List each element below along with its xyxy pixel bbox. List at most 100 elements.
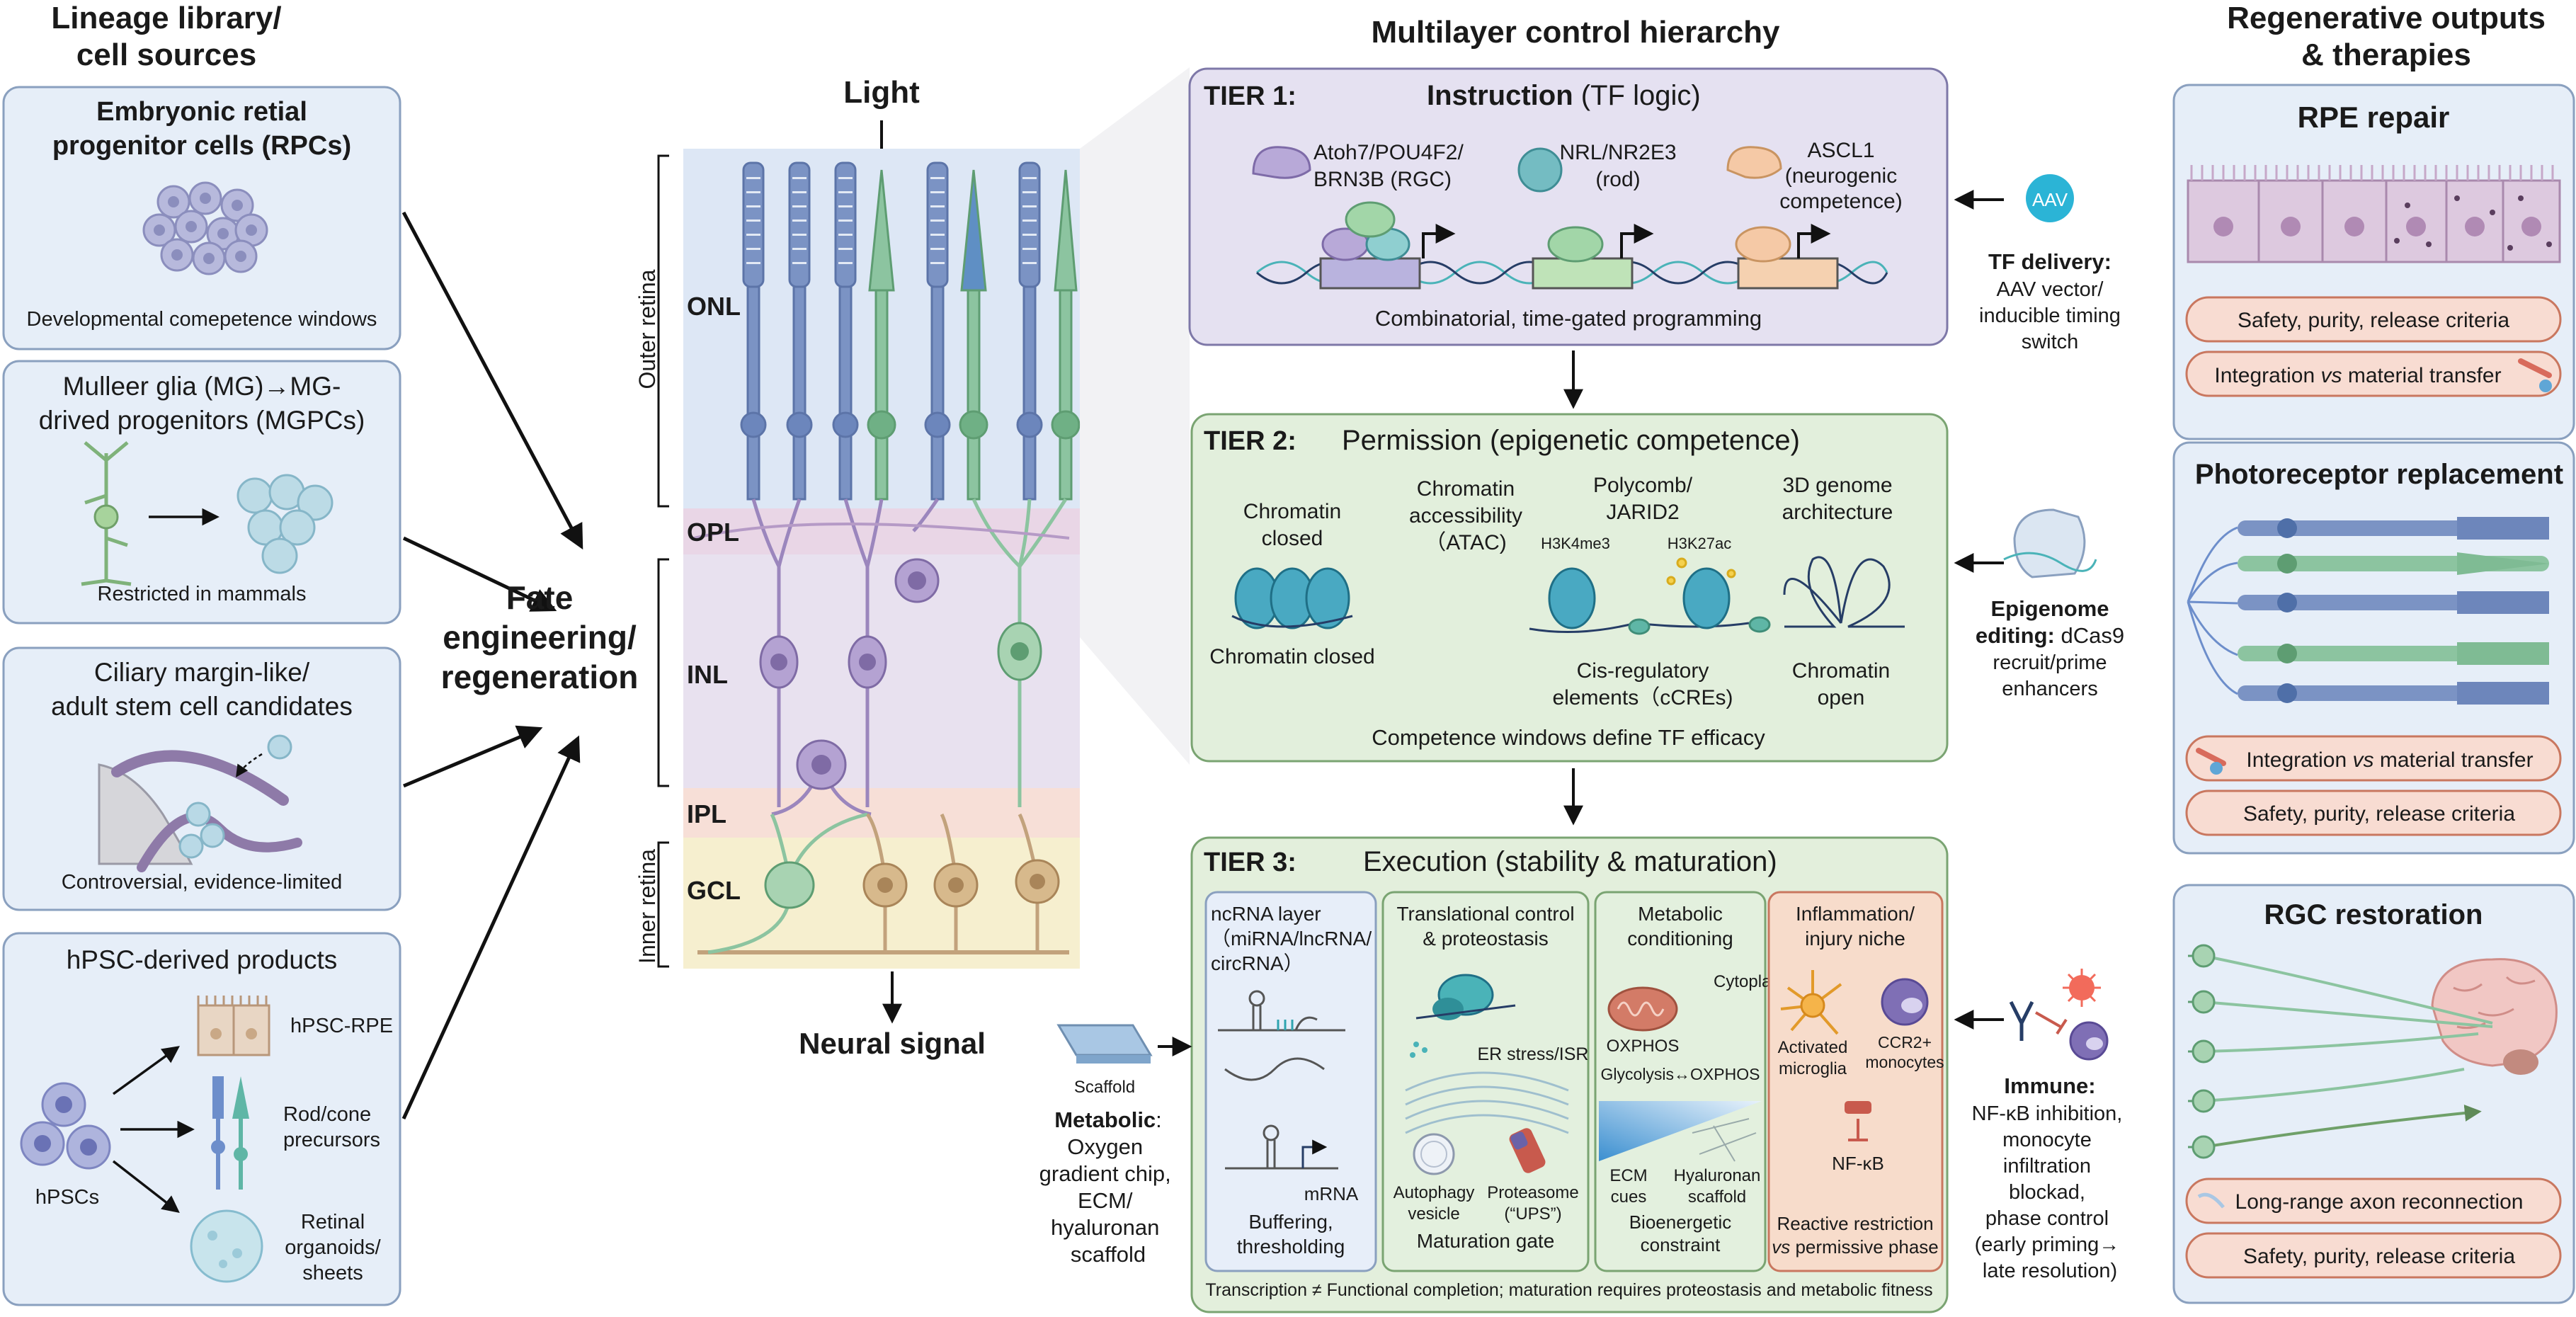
- ncrna-subpanel: ncRNA layer（miRNA/lncRNA/circRNA） mRNA B…: [1204, 891, 1377, 1272]
- brain-icon: [2431, 958, 2558, 1075]
- svg-text:NF-κB inhibition, monocy: NF-κB inhibition, monocyte infiltration …: [1972, 1102, 2128, 1282]
- cone-1: [867, 169, 896, 501]
- source-hpsc-products: hPSC-derived products hPSCs hPSC-RPE Rod…: [2, 932, 401, 1306]
- dcas9-icon: [2003, 508, 2097, 578]
- svg-text:Integration vs material transf: Integration vs material transfer: [2214, 364, 2501, 387]
- layer-gcl: GCL: [687, 876, 741, 905]
- rod-5: [1016, 161, 1043, 501]
- svg-text:Buffering,thresholding: Buffering,thresholding: [1237, 1211, 1345, 1258]
- svg-text:Developmental comepetence wind: Developmental comepetence windows: [27, 308, 377, 331]
- scaffold-icon: [1056, 1024, 1153, 1064]
- svg-text:Translational control& proteos: Translational control& proteostasis: [1396, 903, 1574, 950]
- output-rgc-restoration: RGC restoration Long-range axon reconnec…: [2172, 884, 2575, 1304]
- rod-3: [832, 161, 859, 501]
- outputs-header: Regenerative outputs& therapies: [2227, 1, 2546, 72]
- tf-delivery-input: AAV TF delivery: AAV vector/inducible ti…: [1954, 174, 2121, 353]
- svg-text:Competence windows define TF e: Competence windows define TF efficacy: [1372, 725, 1765, 750]
- proteasome-icon: [1509, 1128, 1546, 1173]
- svg-text:Maturation gate: Maturation gate: [1417, 1230, 1555, 1252]
- autophagy-vesicle-icon: [1413, 1133, 1455, 1175]
- svg-text:CCR2+monocytes: CCR2+monocytes: [1865, 1033, 1944, 1071]
- open-chromatin-icon: [1529, 557, 1771, 635]
- svg-text:Atoh7/POU4F2/BRN3B (RGC): Atoh7/POU4F2/BRN3B (RGC): [1313, 141, 1464, 191]
- svg-text:TIER 3:: TIER 3:: [1204, 848, 1296, 877]
- source-ciliary-margin: Ciliary margin-like/adult stem cell cand…: [2, 646, 401, 911]
- svg-text:Inflammation/injury niche: Inflammation/injury niche: [1796, 903, 1915, 950]
- svg-text:vs permissive phase: vs permissive phase: [1772, 1236, 1939, 1258]
- svg-text:Epigenome: Epigenome: [1990, 596, 2109, 621]
- svg-text:Oxygen gradient chip,: Oxygen gradient chip, ECM/ hyaluronan sc…: [1039, 1134, 1178, 1267]
- svg-text:Safety, purity, release criter: Safety, purity, release criteria: [2243, 802, 2515, 826]
- rod-1: [740, 161, 767, 501]
- svg-text:AAV: AAV: [2032, 189, 2068, 210]
- svg-text:TIER 2:: TIER 2:: [1204, 426, 1296, 456]
- svg-text:TF delivery:: TF delivery:: [1988, 249, 2111, 274]
- ribosome-icon: [1415, 974, 1516, 1020]
- tf-ascl1-icon: [1726, 146, 1782, 179]
- outer-retina-label: Outer retina: [634, 269, 660, 389]
- svg-text:Glycolysis↔OXPHOS: Glycolysis↔OXPHOS: [1601, 1065, 1760, 1083]
- svg-text:hPSCs: hPSCs: [35, 1186, 99, 1209]
- inl-cell-bodies: [759, 558, 1042, 790]
- retinal-organoid-icon: [190, 1209, 263, 1283]
- svg-text:Restricted in mammals: Restricted in mammals: [98, 583, 307, 605]
- er-membrane-icon: [1405, 1071, 1569, 1134]
- transfer-icon: [2518, 358, 2552, 392]
- output-rpe-repair: RPE repair Safety, purity, release crite…: [2172, 84, 2575, 440]
- metabolic-input: Scaffold Metabolic: Oxygen gradient chip…: [1039, 1024, 1192, 1267]
- svg-text:ER stress/ISR: ER stress/ISR: [1478, 1044, 1589, 1064]
- rod-4: [924, 161, 951, 501]
- svg-text:Safety, purity, release criter: Safety, purity, release criteria: [2238, 309, 2509, 332]
- svg-text:H3K4me3: H3K4me3: [1541, 535, 1610, 552]
- photoreceptor-row: [740, 161, 1081, 501]
- svg-text:Mulleer glia (MG)→MG-drived pr: Mulleer glia (MG)→MG-drived progenitors …: [39, 372, 365, 435]
- svg-text:Long-range axon reconnection: Long-range axon reconnection: [2235, 1190, 2524, 1214]
- genome-loop-icon: [1783, 556, 1905, 628]
- ccr2-monocyte-icon: [1881, 978, 1929, 1026]
- microglia-icon: [1780, 970, 1842, 1035]
- transfer-icon-2: [2196, 748, 2226, 775]
- lineage-header: Lineage library/cell sources: [51, 1, 281, 72]
- tf-rod-icon: [1517, 147, 1563, 193]
- output-photoreceptor-replacement: Photoreceptor replacement Integration vs…: [2172, 441, 2575, 855]
- svg-text:Reactive restriction: Reactive restriction: [1777, 1213, 1933, 1234]
- svg-text:Controversial, evidence-limite: Controversial, evidence-limited: [62, 871, 343, 894]
- nfkb-inhibit-icon: [1845, 1101, 1871, 1141]
- svg-text:Metabolic:: Metabolic:: [1054, 1107, 1162, 1132]
- svg-text:Chromatin closed: Chromatin closed: [1209, 645, 1374, 668]
- cone-2: [959, 169, 988, 501]
- svg-text:TIER 1:: TIER 1:: [1204, 81, 1296, 111]
- svg-text:RGC restoration: RGC restoration: [2264, 899, 2483, 930]
- retina-diagram: Light: [634, 75, 1081, 1060]
- light-label: Light: [843, 75, 920, 110]
- inflammatory-cell-icon: [2063, 969, 2101, 1007]
- svg-text:Ciliary margin-like/adult stem: Ciliary margin-like/adult stem cell cand…: [51, 658, 353, 721]
- ganglion-cells: [697, 812, 1069, 954]
- svg-text:Polycomb/JARID2: Polycomb/JARID2: [1593, 474, 1693, 524]
- svg-text:Scaffold: Scaffold: [1074, 1078, 1135, 1097]
- source-muller-glia: Mulleer glia (MG)→MG-drived progenitors …: [2, 360, 401, 625]
- svg-text:Combinatorial, time-gated prog: Combinatorial, time-gated programming: [1375, 306, 1762, 331]
- rpc-cell-cluster-icon: [142, 181, 268, 275]
- rpe-monolayer-icon: [2187, 165, 2561, 263]
- tier2-panel: TIER 2: Permission (epigenetic competenc…: [1190, 413, 1949, 763]
- neural-signal-label: Neural signal: [799, 1027, 986, 1060]
- ipl-band: [683, 788, 1080, 838]
- svg-text:Integration vs material transf: Integration vs material transfer: [2246, 748, 2533, 772]
- closed-chromatin-icon: [1231, 567, 1353, 629]
- source-arrows: [401, 211, 583, 1120]
